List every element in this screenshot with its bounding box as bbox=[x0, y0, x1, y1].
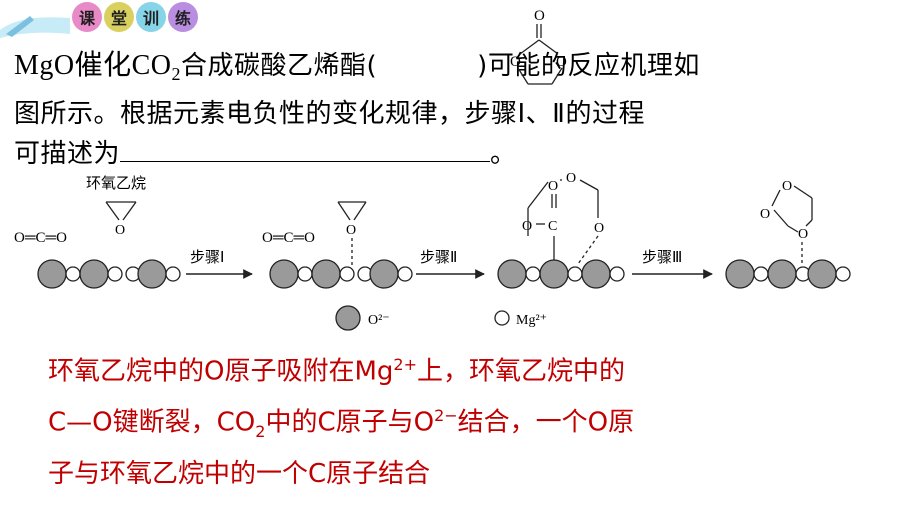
question-line3-start: 可描述为 bbox=[14, 139, 121, 170]
co2-molecule-2: O═C═O bbox=[262, 230, 315, 246]
epoxide-1: O bbox=[105, 201, 137, 238]
answer-blank bbox=[120, 135, 491, 163]
badge-4: 练 bbox=[168, 2, 198, 32]
co2-molecule-1: O═C═O bbox=[14, 230, 67, 246]
answer-l2-sup: 2− bbox=[434, 405, 458, 425]
intermediate-o-top: O bbox=[548, 179, 558, 194]
intermediate-c: C bbox=[548, 219, 557, 234]
intermediate-o-right: O bbox=[594, 221, 604, 236]
atom-o-right: O bbox=[556, 54, 567, 70]
banner-ribbon bbox=[0, 17, 70, 38]
badge-2: 堂 bbox=[104, 2, 134, 32]
atom-o-top: O bbox=[534, 8, 545, 24]
intermediate-o-chain: O bbox=[566, 171, 576, 186]
question-line-3: 可描述为 。 bbox=[14, 134, 894, 174]
product-o-top: O bbox=[782, 179, 792, 194]
question-sub: 2 bbox=[171, 64, 182, 85]
mechanism-diagram: O═C═O 环氧乙烷 O 步骤Ⅰ O═C═O O 步骤Ⅱ O bbox=[14, 171, 851, 331]
badge-1: 课 bbox=[72, 2, 102, 32]
mgo-surface-3 bbox=[497, 259, 625, 289]
ethylene-carbonate-structure: O O O bbox=[510, 8, 567, 85]
product-o-ring: O bbox=[798, 227, 808, 242]
product-carbonate: O O O bbox=[760, 179, 813, 264]
mgo-surface-2 bbox=[269, 259, 413, 289]
legend-o-label: O²⁻ bbox=[368, 313, 390, 328]
answer-text: 环氧乙烷中的O原子吸附在Mg2+上，环氧乙烷中的 C—O键断裂，CO2中的C原子… bbox=[48, 343, 888, 496]
question-p1: MgO催化CO bbox=[14, 50, 172, 81]
step1-label: 步骤Ⅰ bbox=[190, 248, 224, 266]
question-line-2: 图所示。根据元素电负性的变化规律，步骤Ⅰ、Ⅱ的过程 bbox=[14, 99, 645, 130]
legend: O²⁻ Mg²⁺ bbox=[335, 305, 547, 331]
answer-l2b: 中的C原子与O bbox=[265, 407, 435, 438]
question-line-1: MgO催化CO2合成碳酸乙烯酯( )可能的反应机理如 bbox=[14, 46, 894, 94]
answer-l2-sub: 2 bbox=[255, 421, 266, 441]
legend-mg-swatch bbox=[494, 310, 510, 326]
question-p3: )可能的反应机理如 bbox=[477, 51, 700, 81]
intermediate: O C O O O bbox=[522, 171, 604, 265]
atom-o-left: O bbox=[510, 54, 521, 70]
answer-l2c: 结合，一个O原 bbox=[457, 407, 635, 438]
answer-l1a: 环氧乙烷中的O原子吸附在Mg bbox=[48, 356, 394, 387]
header-banner bbox=[0, 16, 70, 38]
section-badges: 课 堂 训 练 bbox=[72, 2, 198, 32]
mgo-surface-1 bbox=[37, 259, 181, 289]
answer-line-2: C—O键断裂，CO2中的C原子与O2−结合，一个O原 bbox=[48, 394, 888, 453]
epoxide-2: O bbox=[337, 201, 367, 266]
intermediate-o-left: O bbox=[522, 219, 532, 234]
answer-line-3: 子与环氧乙烷中的一个C原子结合 bbox=[48, 458, 431, 489]
epoxide-2-o: O bbox=[346, 223, 356, 238]
legend-o-swatch bbox=[335, 305, 361, 331]
product-o-carbonyl: O bbox=[760, 207, 770, 222]
badge-3: 训 bbox=[136, 2, 166, 32]
mgo-surface-4 bbox=[725, 259, 851, 289]
question-p2: 合成碳酸乙烯酯( bbox=[181, 51, 378, 81]
answer-l1-sup: 2+ bbox=[393, 355, 417, 374]
answer-l2a: C—O键断裂，CO bbox=[48, 407, 256, 438]
epoxide-1-o: O bbox=[115, 223, 125, 238]
question-text: MgO催化CO2合成碳酸乙烯酯( )可能的反应机理如 图所示。根据元素电负性的变化… bbox=[14, 46, 894, 174]
pencil-icon bbox=[6, 16, 34, 37]
question-line3-end: 。 bbox=[490, 139, 517, 170]
step2-label: 步骤Ⅱ bbox=[420, 248, 457, 266]
epoxide-label: 环氧乙烷 bbox=[86, 174, 146, 192]
answer-l1b: 上，环氧乙烷中的 bbox=[417, 356, 626, 387]
legend-mg-label: Mg²⁺ bbox=[516, 313, 547, 328]
answer-line-1: 环氧乙烷中的O原子吸附在Mg2+上，环氧乙烷中的 bbox=[48, 343, 888, 394]
step3-label: 步骤Ⅲ bbox=[642, 248, 682, 266]
